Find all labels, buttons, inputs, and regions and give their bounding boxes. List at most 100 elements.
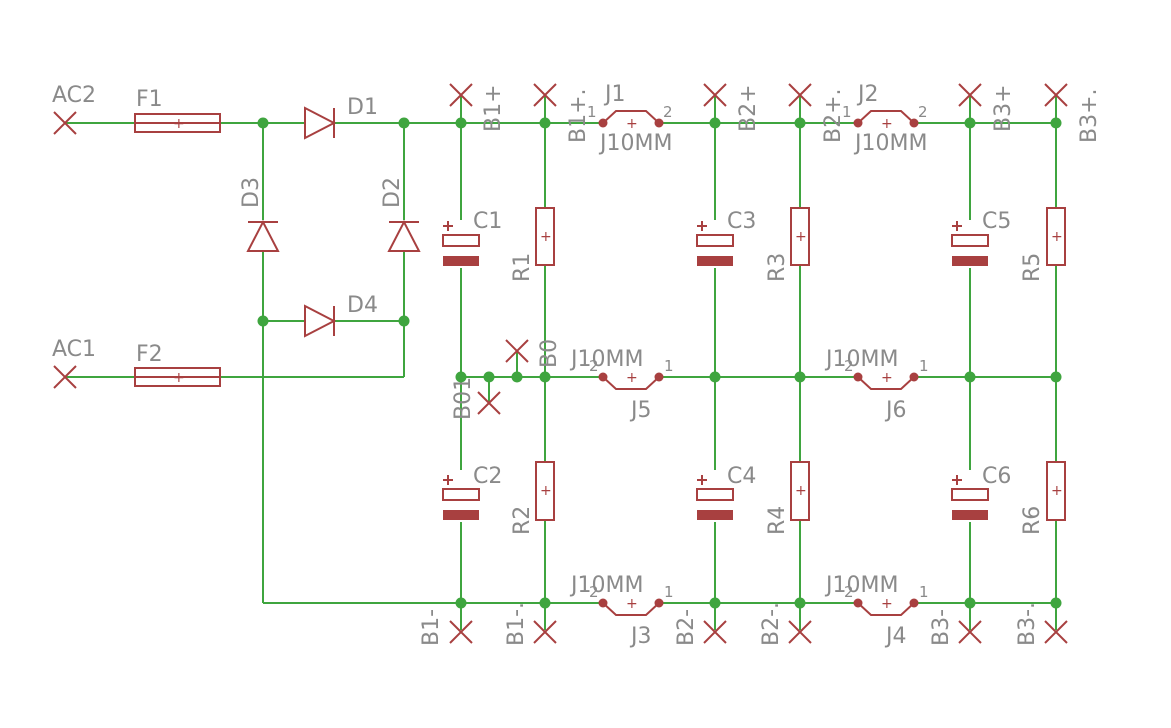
label-r1: R1 (510, 253, 535, 282)
terminal-markers (53, 83, 1068, 644)
label-c4: C4 (727, 464, 756, 489)
label-r4: R4 (765, 506, 790, 535)
pin-label-j4-2: 2 (844, 583, 854, 601)
junctions (257, 117, 1062, 609)
capacitor-c2 (442, 475, 480, 520)
svg-text:+: + (881, 596, 893, 612)
label-b1m: B1- (419, 609, 444, 646)
jumper-j4: + (853, 596, 919, 616)
label-b01: B01 (451, 377, 476, 420)
diode-d3 (246, 219, 280, 252)
svg-text:+: + (173, 116, 185, 132)
pin-label-j4-1: 1 (919, 583, 929, 601)
pin-label-j5-1: 1 (664, 357, 674, 375)
pin-label-j6-1: 1 (919, 357, 929, 375)
label-r2: R2 (510, 506, 535, 535)
label-j2-value: J10MM (853, 131, 927, 156)
label-b3pd: B3+. (1077, 88, 1102, 143)
capacitor-c3 (696, 221, 734, 266)
resistor-r2: + (535, 461, 555, 521)
terminal-b2m (703, 620, 727, 644)
terminal-ac1 (53, 365, 77, 389)
label-d1: D1 (347, 95, 378, 120)
terminal-b2p (703, 83, 727, 107)
label-b3m: B3- (929, 609, 954, 646)
label-j4: J4 (884, 624, 907, 649)
capacitor-c5 (951, 221, 989, 266)
label-j1: J1 (603, 82, 626, 107)
terminal-b1p (449, 83, 473, 107)
label-c5: C5 (982, 209, 1011, 234)
label-j3-value: J10MM (569, 573, 643, 598)
resistor-r3: + (790, 207, 810, 266)
terminal-b3p (958, 83, 982, 107)
label-j1-value: J10MM (598, 131, 672, 156)
pin-label-j2-2: 2 (918, 103, 928, 121)
label-f2: F2 (136, 342, 163, 367)
terminal-b2md (788, 620, 812, 644)
jumper-j2: + (853, 110, 919, 132)
label-r3: R3 (765, 253, 790, 282)
label-c2: C2 (473, 464, 502, 489)
svg-text:+: + (626, 370, 638, 386)
label-b0: B0 (537, 339, 562, 368)
terminal-b3m (958, 620, 982, 644)
jumper-j6: + (853, 370, 919, 390)
terminal-b1md (533, 620, 557, 644)
fuse-f1: + (134, 113, 221, 133)
label-j6-value: J10MM (824, 347, 898, 372)
terminal-b3pd (1044, 83, 1068, 107)
label-c6: C6 (982, 464, 1011, 489)
label-b3md: B3-. (1015, 602, 1040, 646)
label-d3: D3 (239, 177, 264, 208)
svg-text:+: + (881, 370, 893, 386)
label-b2pd: B2+. (821, 88, 846, 143)
svg-text:+: + (626, 116, 638, 132)
diode-d2 (387, 219, 421, 252)
jumper-j1: + (598, 110, 664, 132)
svg-text:+: + (795, 229, 807, 245)
label-f1: F1 (136, 87, 163, 112)
pin-label-j3-1: 1 (664, 583, 674, 601)
label-j5: J5 (629, 398, 652, 423)
label-b1pd: B1+. (566, 88, 591, 143)
label-d4: D4 (347, 293, 378, 318)
diode-d1 (304, 106, 337, 140)
svg-text:+: + (795, 483, 807, 499)
svg-text:+: + (1051, 483, 1063, 499)
pin-label-j6-2: 2 (844, 357, 854, 375)
label-b2md: B2-. (759, 602, 784, 646)
resistor-r5: + (1046, 207, 1066, 266)
pin-label-j3-2: 2 (589, 583, 599, 601)
pin-label-j1-1: 1 (587, 103, 597, 121)
capacitor-c1 (442, 221, 480, 266)
pin-label-j1-2: 2 (663, 103, 673, 121)
label-c3: C3 (727, 209, 756, 234)
label-b2p: B2+ (736, 84, 761, 132)
svg-text:+: + (626, 596, 638, 612)
resistor-r6: + (1046, 461, 1066, 521)
diode-d4 (304, 304, 337, 338)
terminal-ac2 (53, 111, 77, 135)
svg-text:+: + (881, 116, 893, 132)
label-b1md: B1-. (504, 602, 529, 646)
capacitor-c4 (696, 475, 734, 520)
pin-label-j5-2: 2 (589, 357, 599, 375)
terminal-b2pd (788, 83, 812, 107)
jumper-j3: + (598, 596, 664, 616)
label-b2m: B2- (674, 609, 699, 646)
label-r6: R6 (1020, 506, 1045, 535)
svg-text:+: + (540, 229, 552, 245)
capacitor-c6 (951, 475, 989, 520)
terminal-b01 (477, 391, 501, 415)
terminal-b1pd (533, 83, 557, 107)
resistor-r4: + (790, 461, 810, 521)
svg-text:+: + (173, 370, 185, 386)
label-b1p: B1+ (481, 84, 506, 132)
label-d2: D2 (380, 177, 405, 208)
pin-label-j2-1: 1 (842, 103, 852, 121)
label-j5-value: J10MM (569, 347, 643, 372)
terminal-b3md (1044, 620, 1068, 644)
svg-text:+: + (1051, 229, 1063, 245)
